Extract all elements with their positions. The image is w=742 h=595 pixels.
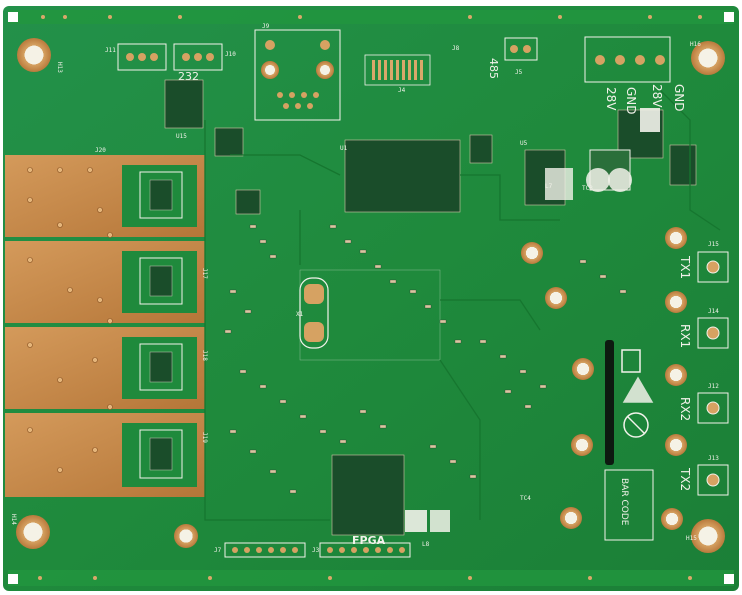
label-tx2: TX2 xyxy=(678,467,692,491)
mounting-holes xyxy=(16,38,725,553)
magnetics-ics xyxy=(149,179,173,471)
rj-connector xyxy=(254,29,341,121)
ref-j12: J12 xyxy=(708,383,719,390)
ref-j9: J9 xyxy=(262,23,270,30)
ref-tc4: TC4 xyxy=(520,495,531,502)
fpga-region xyxy=(299,269,450,536)
traces xyxy=(204,89,721,521)
ref-u5: U5 xyxy=(520,140,528,147)
ref-j14: J14 xyxy=(708,308,719,315)
ref-j3: J3 xyxy=(312,547,320,554)
label-bar-code: BAR CODE xyxy=(619,478,629,526)
ref-h15: H15 xyxy=(686,535,697,542)
ref-j7: J7 xyxy=(214,547,222,554)
label-28v-a: 28V xyxy=(604,87,618,111)
ref-u15: U15 xyxy=(176,133,187,140)
ref-j11: J11 xyxy=(105,47,116,54)
ref-x1: X1 xyxy=(296,311,304,318)
label-fpga: FPGA xyxy=(352,534,386,547)
isolation-slot xyxy=(605,340,614,465)
ref-j10: J10 xyxy=(225,51,236,58)
fpc-connector xyxy=(364,54,431,86)
label-gnd-a: GND xyxy=(624,87,638,115)
label-28v-b: 28V xyxy=(650,84,664,108)
label-rx1: RX1 xyxy=(678,324,692,348)
label-rx2: RX2 xyxy=(678,397,692,421)
power-inductor xyxy=(545,108,660,200)
bottom-headers xyxy=(224,542,411,558)
ref-h14: H14 xyxy=(10,514,17,525)
smd-cluster xyxy=(224,224,627,494)
ref-j17: J17 xyxy=(201,268,208,279)
barcode-box xyxy=(604,469,654,541)
ref-h13: H13 xyxy=(56,62,63,73)
sma-connectors xyxy=(697,251,729,496)
ref-u1: U1 xyxy=(340,145,348,152)
silkscreen: 232 485 FPGA BAR CODE 28V GND 28V GND TX… xyxy=(10,23,719,554)
ref-j8: J8 xyxy=(452,45,460,52)
ref-l8: L8 xyxy=(422,541,430,548)
warning-symbols xyxy=(621,349,654,438)
rail-dots xyxy=(38,15,702,580)
ref-tc3: TC3 xyxy=(582,185,593,192)
ref-l7: L7 xyxy=(545,183,553,190)
main-ics xyxy=(164,79,697,215)
crystal xyxy=(299,277,329,349)
ref-j20: J20 xyxy=(95,147,106,154)
rs485-connector xyxy=(504,37,538,61)
ref-j18: J18 xyxy=(201,350,208,361)
ref-j15: J15 xyxy=(708,241,719,248)
ref-h16: H16 xyxy=(690,41,701,48)
copper-vias xyxy=(27,167,113,473)
top-left-connectors xyxy=(117,43,223,71)
label-rs232: 232 xyxy=(178,70,199,83)
label-tx1: TX1 xyxy=(678,255,692,279)
ref-j4: J4 xyxy=(398,87,406,94)
power-connector xyxy=(584,36,671,83)
pth-pads xyxy=(521,227,687,530)
label-rs485: 485 xyxy=(487,58,500,79)
ref-j13: J13 xyxy=(708,455,719,462)
label-gnd-b: GND xyxy=(672,84,686,112)
ref-j5: J5 xyxy=(515,69,523,76)
ref-j19: J19 xyxy=(201,432,208,443)
